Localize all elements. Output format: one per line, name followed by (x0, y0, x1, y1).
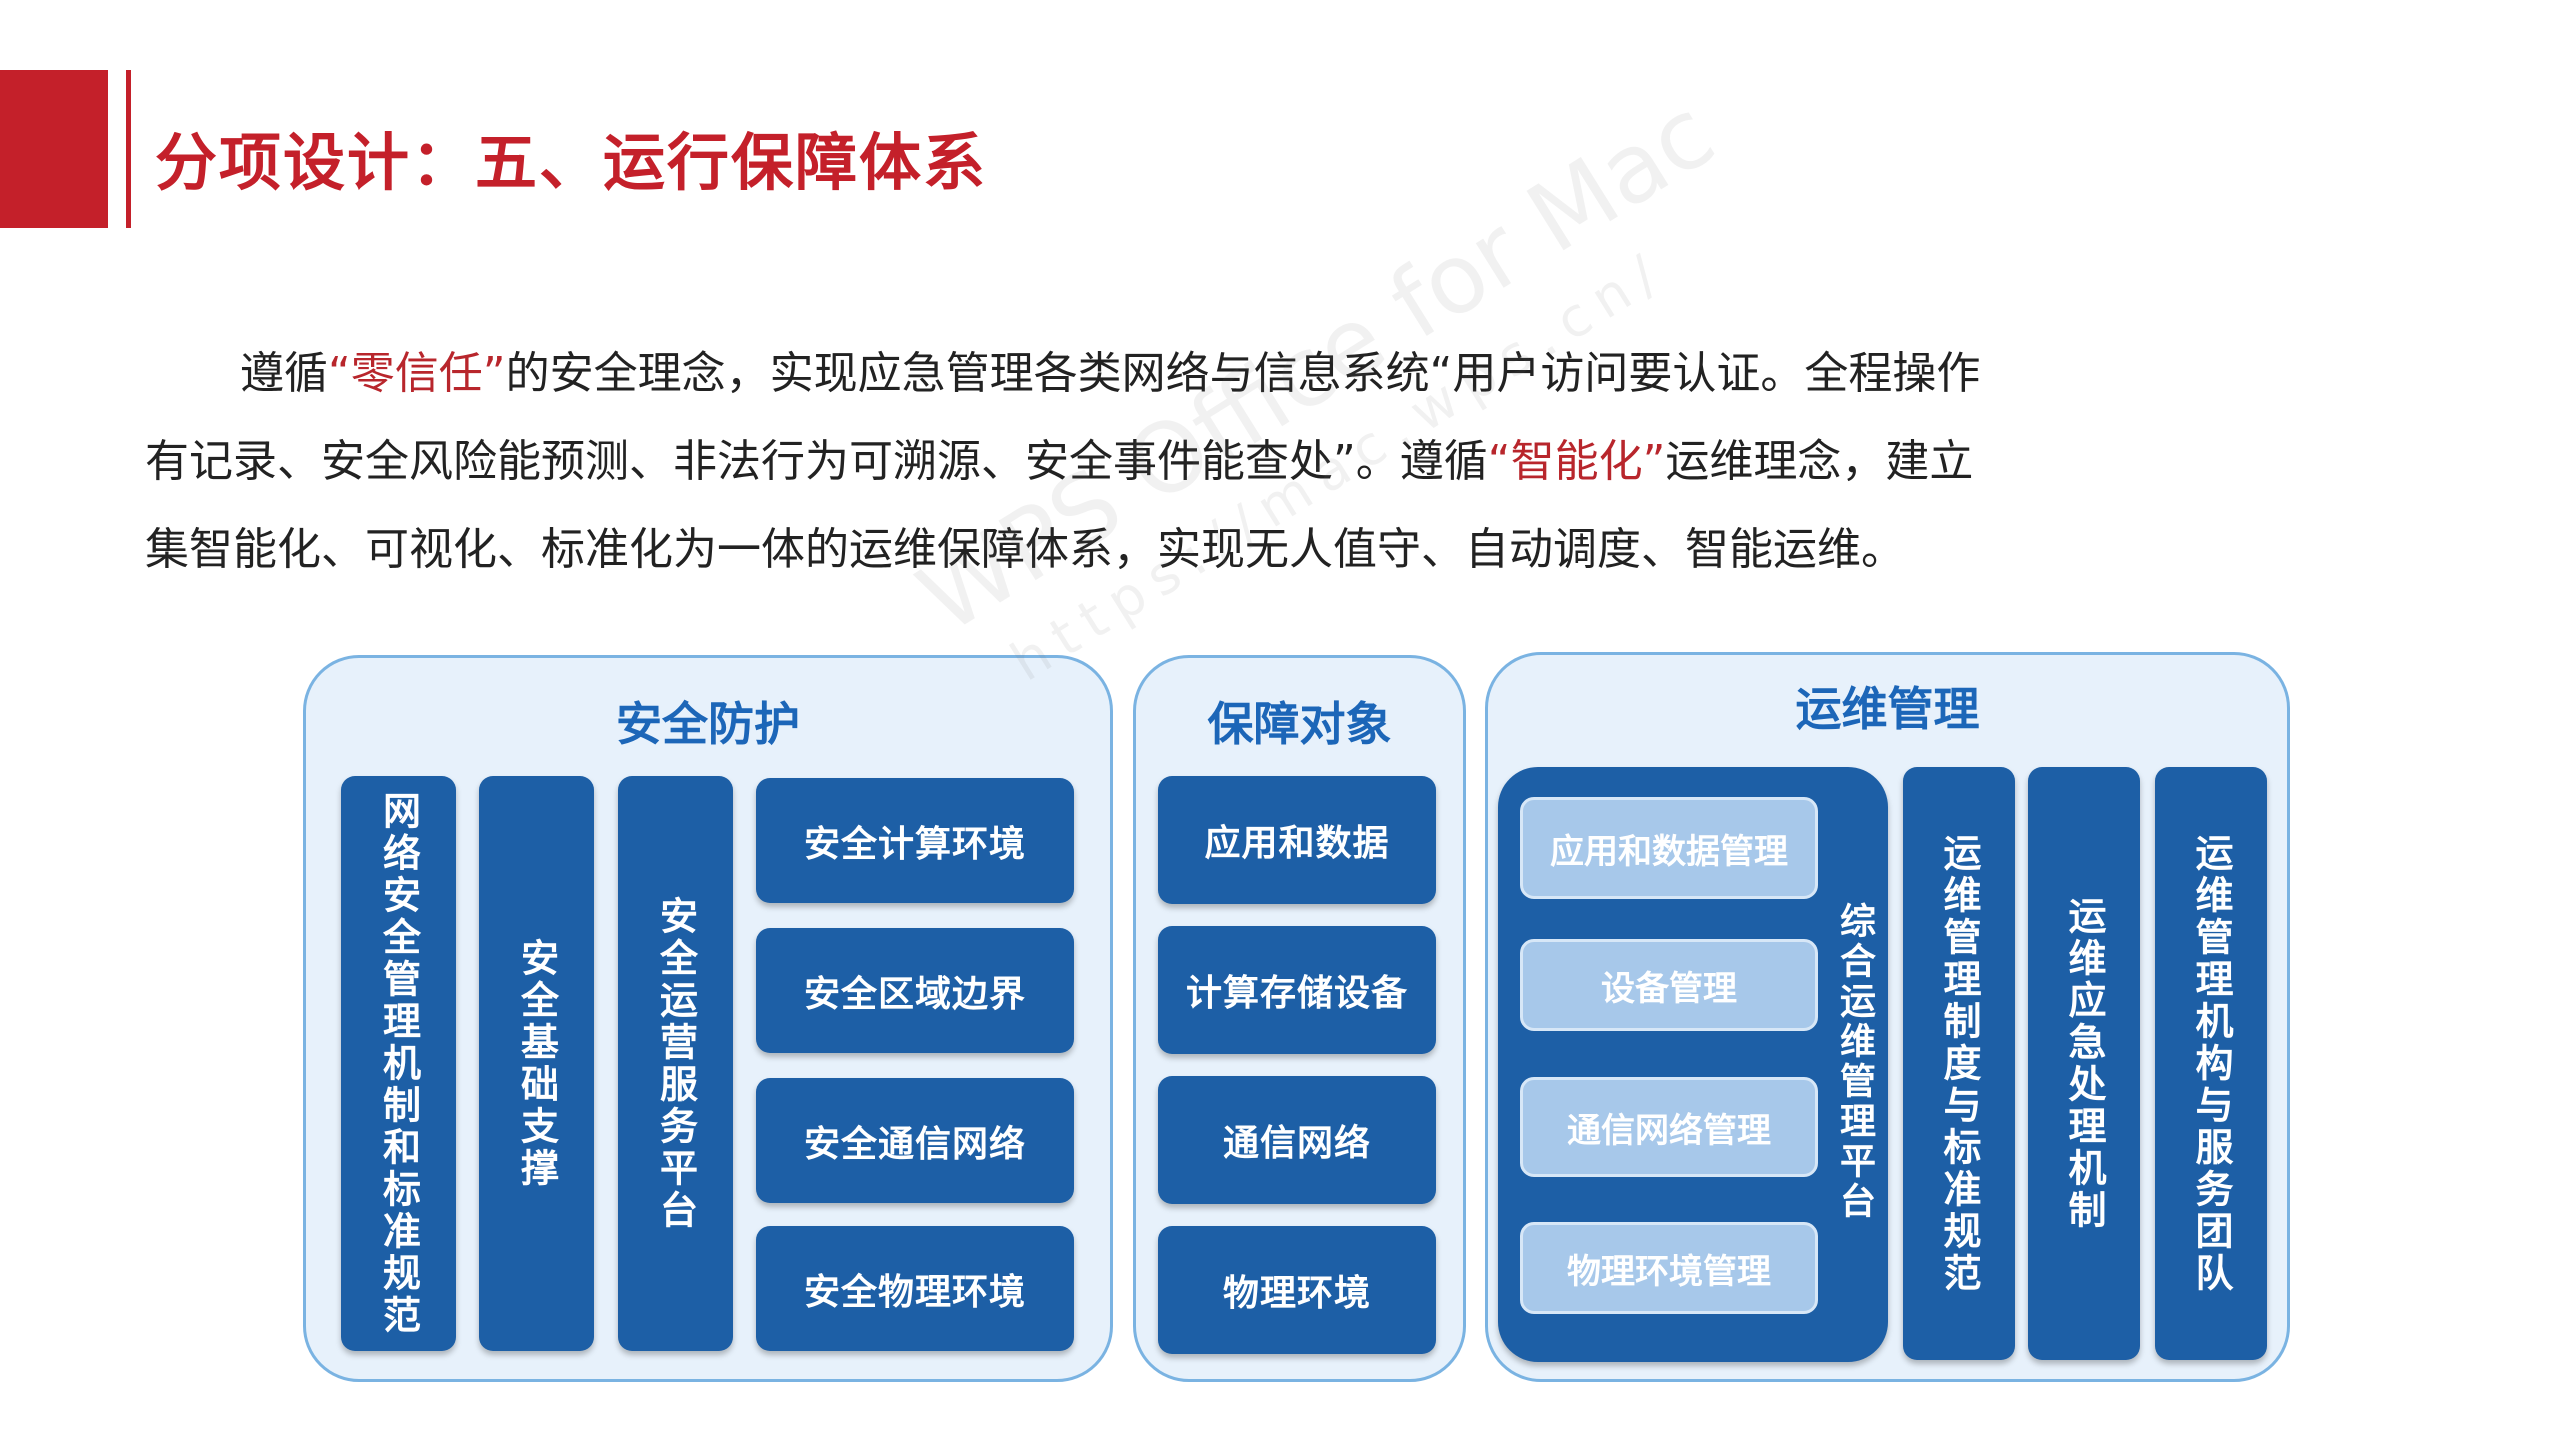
platform-item-devices: 设备管理 (1520, 939, 1818, 1031)
security-panel-title: 安全防护 (616, 697, 800, 751)
security-panel: 安全防护 网络安全管理机制和标准规范 安全基础支撑 安全运营服务平台 安全计算环… (303, 655, 1113, 1382)
ops-emergency-box: 运维应急处理机制 (2028, 767, 2140, 1360)
security-mechanism-box: 网络安全管理机制和标准规范 (341, 776, 456, 1351)
platform-label: 综合运维管理平台 (1834, 902, 1875, 1222)
text-segment: 遵循 (240, 348, 328, 399)
objects-panel: 保障对象 应用和数据 计算存储设备 通信网络 物理环境 (1133, 655, 1466, 1382)
paragraph-line-1: 遵循“零信任”的安全理念，实现应急管理各类网络与信息系统“用户访问要认证。全程操… (240, 330, 2345, 418)
platform-item-apps: 应用和数据管理 (1520, 797, 1818, 899)
intro-paragraph: 遵循“零信任”的安全理念，实现应急管理各类网络与信息系统“用户访问要认证。全程操… (145, 330, 2345, 594)
ops-panel: 运维管理 应用和数据管理 设备管理 通信网络管理 物理环境管理 综合运维管理平台… (1485, 652, 2290, 1382)
title-accent-line (126, 70, 131, 228)
object-item-physical: 物理环境 (1158, 1226, 1436, 1354)
text-segment: 有记录、安全风险能预测、非法行为可溯源、安全事件能查处”。遵循 (145, 436, 1488, 487)
security-operations-box: 安全运营服务平台 (618, 776, 733, 1351)
ops-panel-title: 运维管理 (1795, 682, 1980, 736)
text-segment: 运维理念，建立 (1665, 436, 1974, 487)
slide-title: 分项设计：五、运行保障体系 (155, 126, 988, 199)
highlight-intelligent: “智能化” (1487, 436, 1666, 487)
paragraph-line-3: 集智能化、可视化、标准化为一体的运维保障体系，实现无人值守、自动调度、智能运维。 (145, 524, 1905, 575)
object-item-storage: 计算存储设备 (1158, 926, 1436, 1054)
ops-standards-box: 运维管理制度与标准规范 (1903, 767, 2015, 1360)
object-item-network: 通信网络 (1158, 1076, 1436, 1204)
title-accent-block (0, 70, 108, 228)
platform-item-network: 通信网络管理 (1520, 1077, 1818, 1177)
security-item-boundary: 安全区域边界 (756, 928, 1074, 1053)
paragraph-line-2: 有记录、安全风险能预测、非法行为可溯源、安全事件能查处”。遵循“智能化”运维理念… (145, 418, 2345, 506)
highlight-zero-trust: “零信任” (328, 348, 506, 399)
security-item-network: 安全通信网络 (756, 1078, 1074, 1203)
object-item-apps: 应用和数据 (1158, 776, 1436, 904)
ops-organization-box: 运维管理机构与服务团队 (2155, 767, 2267, 1360)
text-segment: 的安全理念，实现应急管理各类网络与信息系统“用户访问要认证。全程操作 (505, 348, 1981, 399)
security-infrastructure-box: 安全基础支撑 (479, 776, 594, 1351)
ops-platform-panel: 应用和数据管理 设备管理 通信网络管理 物理环境管理 综合运维管理平台 (1498, 767, 1888, 1362)
security-item-compute: 安全计算环境 (756, 778, 1074, 903)
platform-item-physical: 物理环境管理 (1520, 1222, 1818, 1314)
objects-panel-title: 保障对象 (1207, 697, 1392, 751)
security-item-physical: 安全物理环境 (756, 1226, 1074, 1351)
